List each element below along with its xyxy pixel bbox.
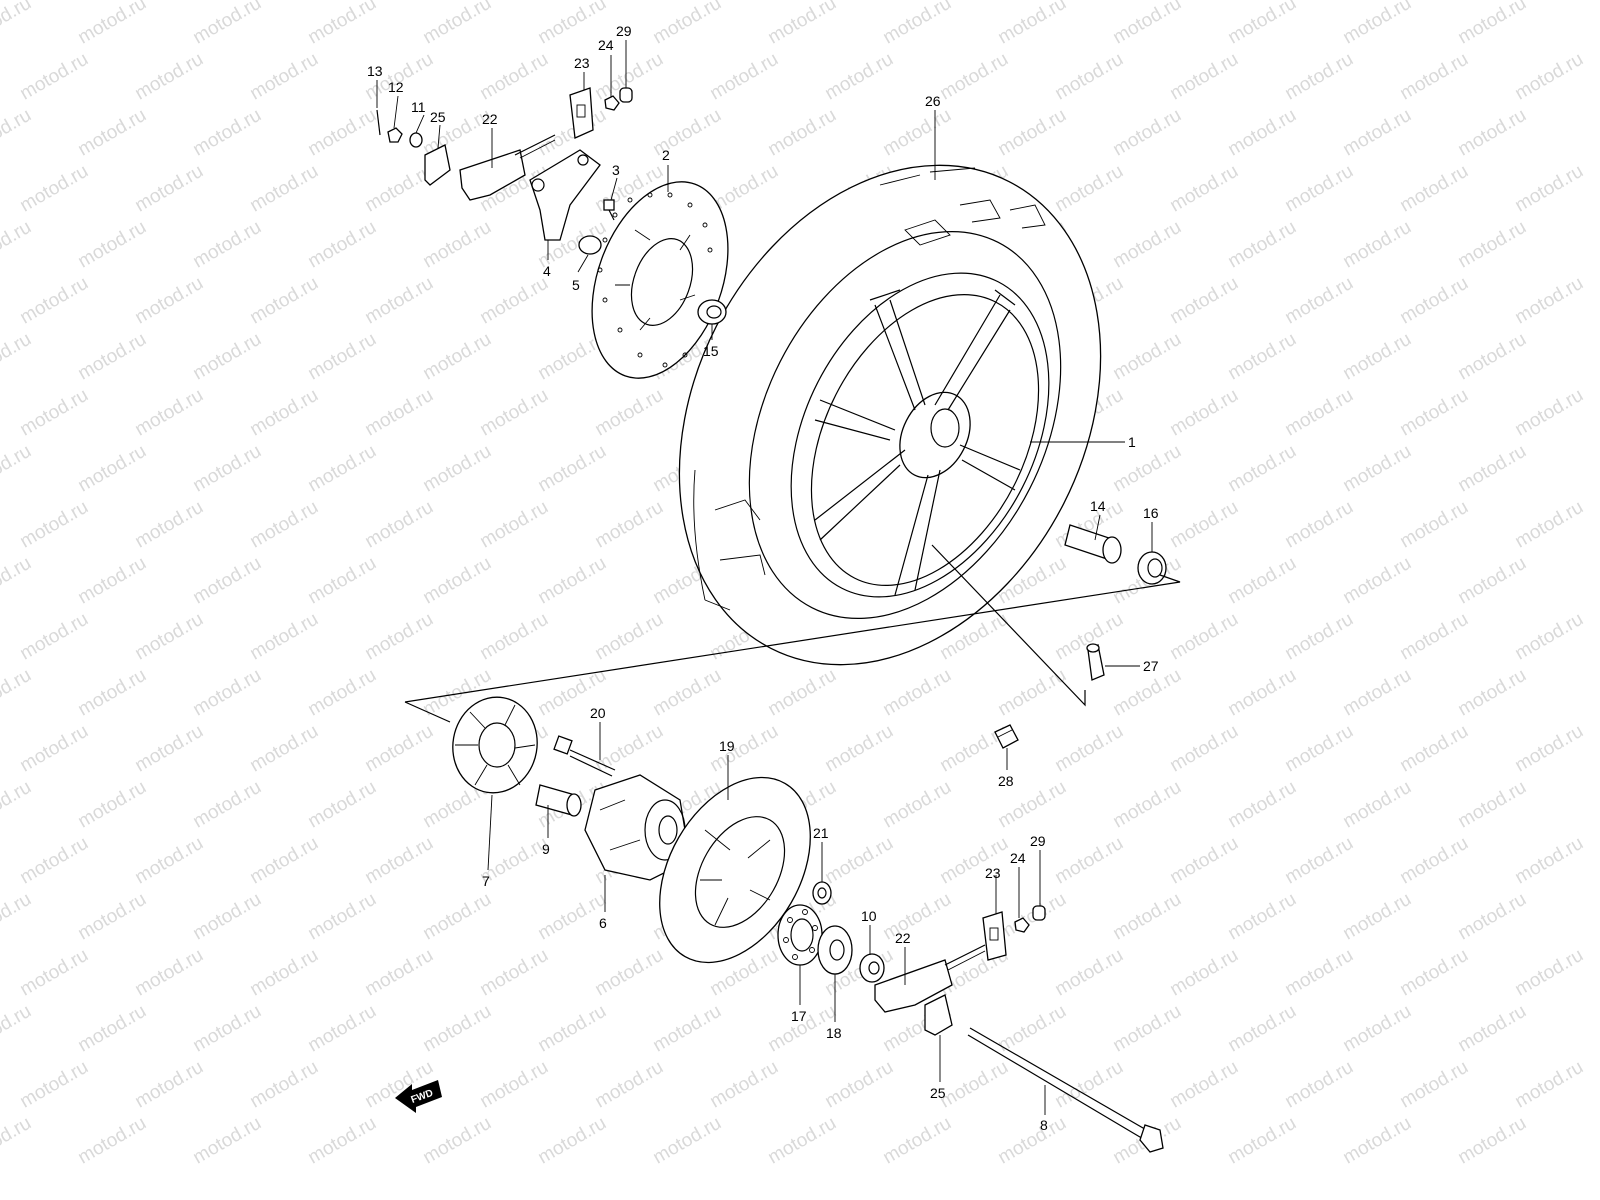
callout-3: 3: [612, 162, 620, 178]
callout-25-bottom: 25: [930, 1085, 946, 1101]
spacer-14: [1064, 524, 1122, 564]
callout-24-top: 24: [598, 37, 614, 53]
callout-10: 10: [861, 908, 877, 924]
nut-21: [812, 881, 832, 905]
callout-17: 17: [791, 1008, 807, 1024]
seal-18: [817, 925, 853, 975]
nut-24-top: [604, 95, 620, 111]
callout-27: 27: [1143, 658, 1159, 674]
cap-29-top: [619, 87, 633, 103]
nut-24-bottom: [1014, 917, 1030, 933]
spacer-15: [697, 299, 727, 325]
callout-26: 26: [925, 93, 941, 109]
chain-adjuster-top: [459, 134, 556, 201]
rear-sprocket: [659, 776, 811, 964]
fwd-arrow-icon: FWD: [395, 1080, 442, 1113]
plate-25-bottom: [924, 994, 953, 1036]
brake-disc: [591, 181, 729, 379]
chain-adjuster-plate-bottom: [982, 911, 1007, 961]
spacer-10: [859, 953, 885, 983]
rear-wheel-rim: [790, 272, 1050, 598]
balancer-weight: [994, 724, 1019, 749]
callout-12: 12: [388, 79, 404, 95]
callout-29-top: 29: [616, 23, 632, 39]
bolt-20: [553, 735, 616, 777]
callout-22-top: 22: [482, 111, 498, 127]
callout-7: 7: [482, 873, 490, 889]
spacer-9: [535, 784, 582, 817]
leader-lines: [376, 40, 1153, 1115]
chain-adjuster-bottom: [874, 944, 986, 1013]
rear-axle: [967, 1027, 1164, 1153]
cap-29-bottom: [1032, 905, 1046, 921]
callout-15: 15: [703, 343, 719, 359]
nut-12: [387, 127, 403, 143]
callout-23-bottom: 23: [985, 865, 1001, 881]
caliper-bracket: [529, 149, 601, 241]
pin-13: [376, 109, 381, 136]
tire-valve: [1086, 643, 1105, 681]
callout-22-bottom: 22: [895, 930, 911, 946]
callout-4: 4: [543, 263, 551, 279]
callout-8: 8: [1040, 1117, 1048, 1133]
callout-18: 18: [826, 1025, 842, 1041]
callouts: 1 2 3 4 5 6 7 8 9 10 11 12 13 14 15 16 1…: [367, 23, 1159, 1133]
callout-23-top: 23: [574, 55, 590, 71]
chain-adjuster-plate-top: [569, 87, 594, 139]
washer-11: [409, 132, 423, 148]
callout-29-bottom: 29: [1030, 833, 1046, 849]
callout-1: 1: [1128, 434, 1136, 450]
collar-5: [578, 235, 602, 255]
callout-20: 20: [590, 705, 606, 721]
wheel-damper: [452, 696, 538, 794]
callout-14: 14: [1090, 498, 1106, 514]
callout-19: 19: [719, 738, 735, 754]
bearing-17: [777, 904, 823, 966]
callout-11: 11: [411, 99, 426, 115]
exploded-boundary: [404, 544, 1181, 723]
callout-9: 9: [542, 841, 550, 857]
callout-5: 5: [572, 277, 580, 293]
plate-25-top: [424, 144, 451, 186]
callout-13: 13: [367, 63, 383, 79]
callout-6: 6: [599, 915, 607, 931]
callout-2: 2: [662, 147, 670, 163]
callout-16: 16: [1143, 505, 1159, 521]
seal-16: [1137, 551, 1167, 585]
callout-25-top: 25: [430, 109, 446, 125]
callout-21: 21: [813, 825, 829, 841]
bolt-3: [603, 199, 615, 221]
callout-28: 28: [998, 773, 1014, 789]
callout-24-bottom: 24: [1010, 850, 1026, 866]
